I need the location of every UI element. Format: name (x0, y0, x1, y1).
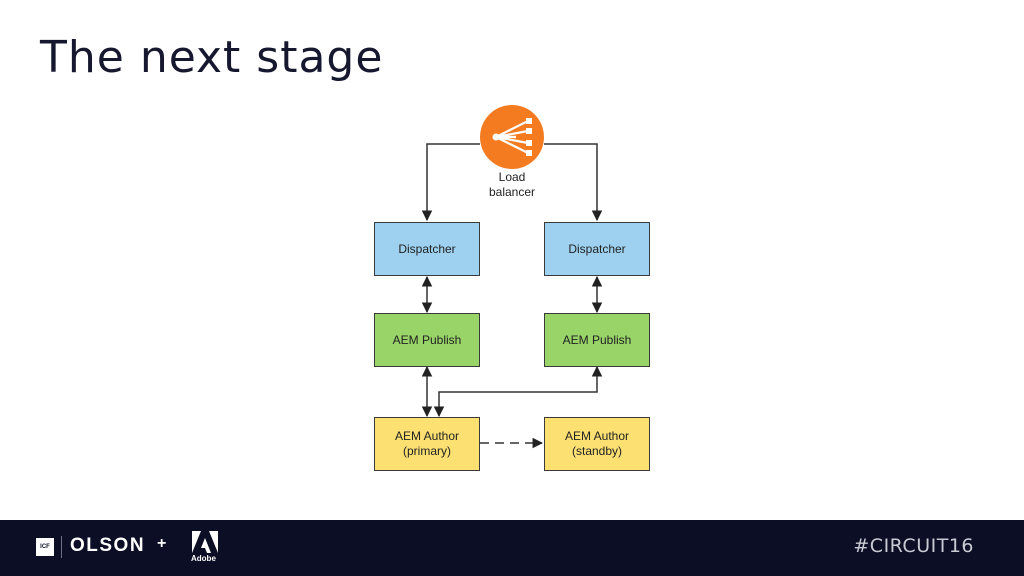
dispatcher-right-node: Dispatcher (544, 222, 650, 276)
architecture-diagram (421, 105, 603, 449)
dispatcher-left-node: Dispatcher (374, 222, 480, 276)
event-hashtag: #CIRCUIT16 (853, 535, 974, 557)
connector-lb-to-dispatcher-right (544, 143, 603, 222)
plus-sign: + (157, 535, 167, 552)
slide-title: The next stage (40, 32, 384, 83)
load-balancer-label: Load balancer (488, 170, 536, 199)
aem-publish-right-node: AEM Publish (544, 313, 650, 367)
icf-logo: ICF (36, 538, 54, 556)
connector-lb-to-dispatcher-left (421, 143, 480, 222)
adobe-logo-icon (192, 531, 218, 553)
footer-divider (61, 536, 62, 558)
aem-author-standby-node: AEM Author (standby) (544, 417, 650, 471)
load-balancer-icon (480, 105, 544, 169)
aem-author-primary-node: AEM Author (primary) (374, 417, 480, 471)
connector-author-to-publish-right (433, 365, 603, 418)
aem-publish-left-node: AEM Publish (374, 313, 480, 367)
footer-bar (0, 520, 1024, 576)
adobe-wordmark: Adobe (191, 554, 216, 563)
olson-logo: OLSON (70, 535, 146, 556)
